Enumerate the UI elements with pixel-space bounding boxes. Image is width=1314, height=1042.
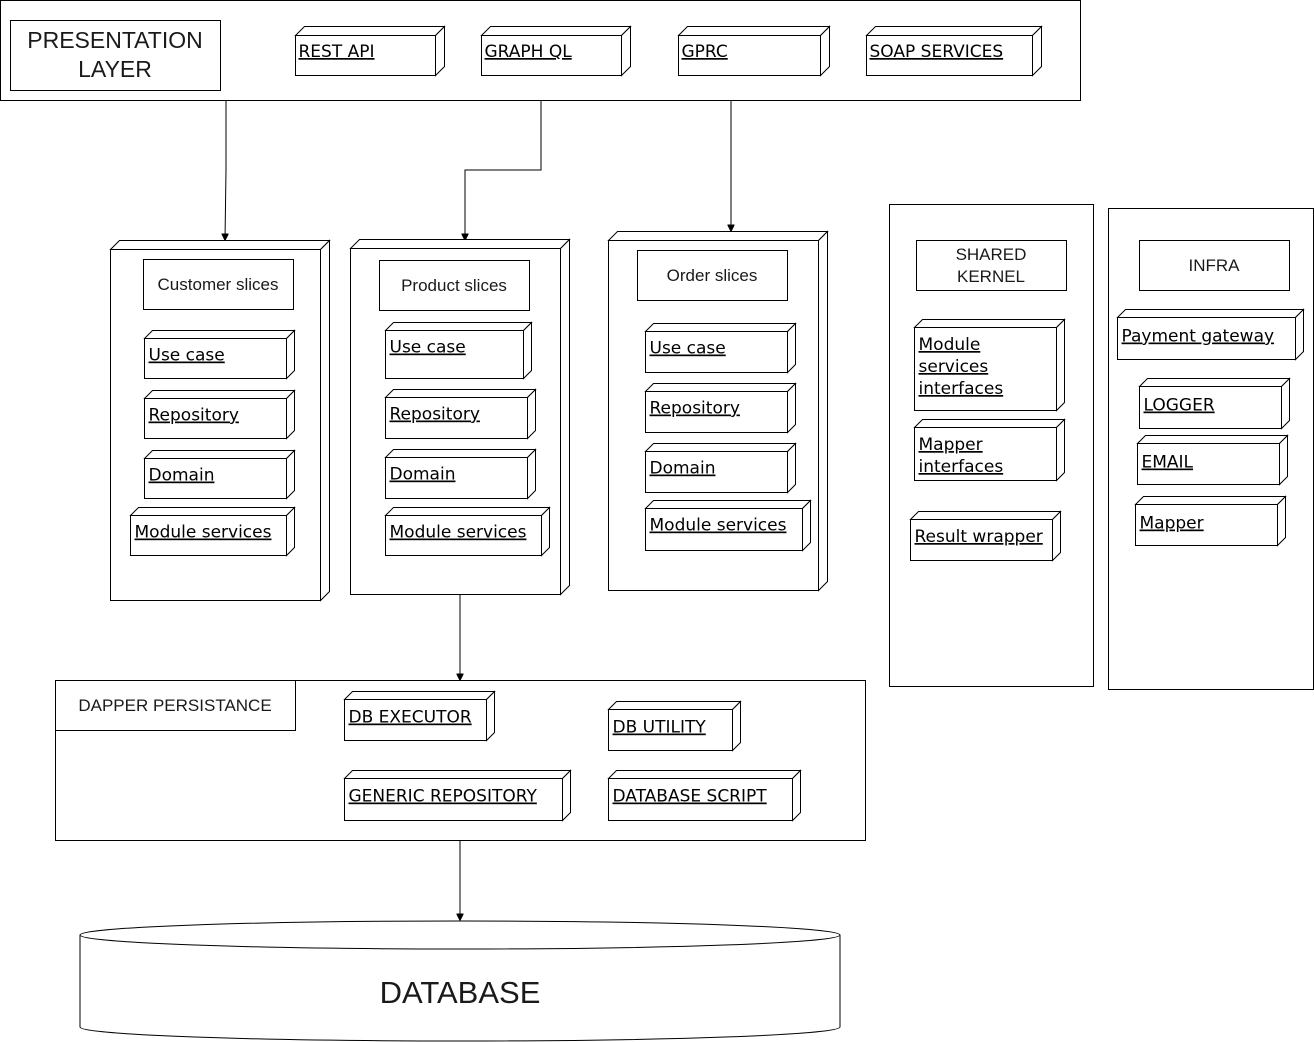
edge-presentation-to-customer: [225, 101, 226, 240]
product-node-use-case: [384, 321, 533, 380]
shared-node-label-result-wrapper: Result wrapper: [915, 527, 1043, 547]
order-node-repository: [644, 382, 797, 434]
presentation-node-soap-services: [865, 25, 1043, 77]
order-slices-title-box: [637, 250, 788, 301]
persistence-title-box: [55, 680, 296, 731]
shared-kernel-title-line1: SHARED: [956, 245, 1027, 264]
presentation-node-label-rest-api: REST API: [299, 42, 375, 62]
order-node-domain: [644, 442, 797, 494]
order-node-label-repository: Repository: [650, 399, 740, 419]
order-slices-title: Order slices: [667, 266, 758, 285]
persistence-node-label-database-script: DATABASE SCRIPT: [613, 787, 768, 807]
customer-slices-title: Customer slices: [158, 275, 279, 294]
customer-node-repository: [143, 389, 296, 440]
product-slices-title: Product slices: [401, 276, 507, 295]
persistence-node-db-utility: [607, 700, 742, 752]
shared-node-label-module-services-interfaces-line2: services: [919, 357, 989, 377]
customer-node-domain: [143, 449, 296, 500]
shared-kernel-title-box: [916, 240, 1067, 291]
order-node-module-services: [644, 499, 812, 552]
persistence-node-generic-repository: [343, 769, 572, 822]
infra-node-label-logger: LOGGER: [1144, 396, 1215, 416]
customer-slices-title-box: [143, 259, 294, 310]
infra-title-box: [1139, 240, 1290, 291]
product-node-label-module-services: Module services: [390, 523, 527, 543]
product-node-label-use-case: Use case: [390, 338, 466, 358]
persistence-node-db-executor: [343, 690, 496, 742]
product-node-domain: [384, 448, 537, 500]
shared-node-mapper-interfaces: [913, 418, 1066, 482]
persistence-title: DAPPER PERSISTANCE: [78, 696, 271, 715]
database-cylinder: DATABASE: [79, 920, 841, 1042]
shared-node-label-module-services-interfaces-line1: Module: [919, 335, 981, 355]
presentation-node-label-soap-services: SOAP SERVICES: [870, 42, 1004, 62]
presentation-node-graph-ql: [480, 25, 632, 77]
order-node-label-domain: Domain: [650, 459, 716, 479]
presentation-node-label-graph-ql: GRAPH QL: [485, 42, 573, 62]
shared-node-label-mapper-interfaces-line2: interfaces: [919, 457, 1004, 477]
customer-node-label-module-services: Module services: [135, 523, 272, 543]
shared-node-label-mapper-interfaces-line1: Mapper: [919, 435, 983, 455]
presentation-node-rest-api: [294, 25, 446, 77]
presentation-layer-title-line2: LAYER: [78, 56, 152, 82]
persistence-node-label-db-executor: DB EXECUTOR: [349, 708, 472, 728]
infra-node-mapper: [1134, 495, 1287, 547]
customer-node-label-use-case: Use case: [149, 346, 225, 366]
product-node-module-services: [384, 506, 551, 557]
persistence-node-database-script: [607, 769, 802, 822]
shared-kernel-title-line2: KERNEL: [957, 267, 1025, 286]
order-node-label-use-case: Use case: [650, 339, 726, 359]
edge-presentation-to-product: [465, 101, 542, 240]
infra-node-logger: [1138, 377, 1291, 430]
product-node-label-repository: Repository: [390, 405, 480, 425]
infra-node-label-mapper: Mapper: [1140, 514, 1204, 534]
product-node-repository: [384, 388, 537, 440]
customer-node-module-services: [129, 506, 296, 557]
presentation-layer-title-box: [10, 20, 221, 91]
shared-node-result-wrapper: [909, 510, 1062, 562]
infra-node-label-payment-gateway: Payment gateway: [1122, 327, 1275, 347]
product-slices-title-box: [379, 260, 530, 311]
customer-node-use-case: [143, 329, 296, 380]
infra-node-email: [1136, 434, 1289, 486]
infra-node-payment-gateway: [1116, 308, 1305, 361]
product-node-label-domain: Domain: [390, 465, 456, 485]
presentation-node-gprc: [677, 25, 831, 77]
shared-node-module-services-interfaces: [913, 318, 1066, 412]
order-node-use-case: [644, 322, 797, 374]
customer-node-label-domain: Domain: [149, 466, 215, 486]
database-label: DATABASE: [380, 975, 541, 1010]
infra-node-label-email: EMAIL: [1142, 453, 1194, 473]
presentation-node-label-gprc: GPRC: [682, 42, 728, 62]
customer-node-label-repository: Repository: [149, 406, 239, 426]
shared-node-label-module-services-interfaces-line3: interfaces: [919, 379, 1004, 399]
order-node-label-module-services: Module services: [650, 516, 787, 536]
presentation-layer-title-line1: PRESENTATION: [27, 27, 203, 53]
persistence-node-label-generic-repository: GENERIC REPOSITORY: [349, 787, 538, 807]
persistence-node-label-db-utility: DB UTILITY: [613, 718, 707, 738]
infra-title: INFRA: [1189, 256, 1241, 275]
